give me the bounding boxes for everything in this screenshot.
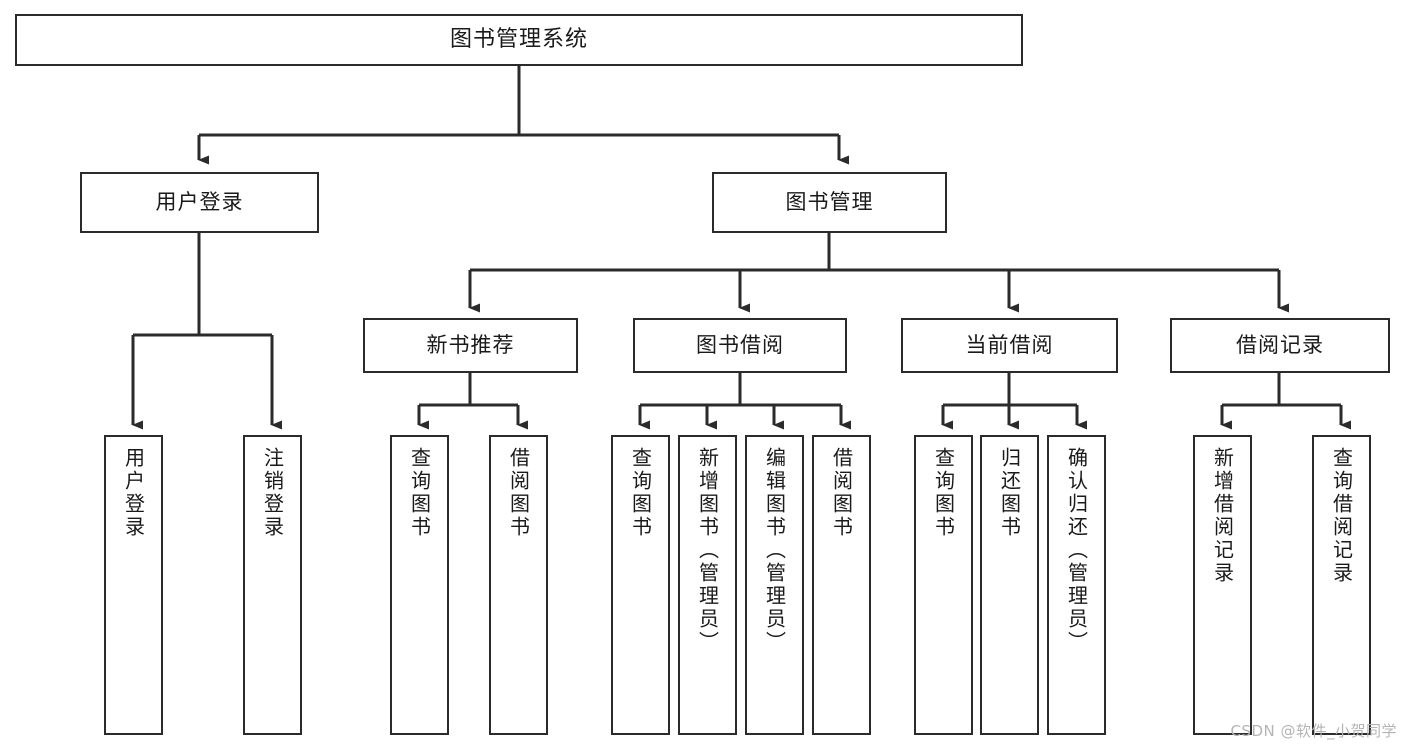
watermark-text: CSDN @软件_小贺同学 (1230, 722, 1397, 740)
leaf-record-add-record[interactable]: 新增借阅记录 (1193, 435, 1252, 735)
leaf-recommend-borrow-book[interactable]: 借阅图书 (489, 435, 548, 735)
leaf-user-login-signout[interactable]: 注销登录 (243, 435, 302, 735)
node-label: 图书管理系统 (449, 26, 588, 52)
node-label: 查询图书 (628, 447, 653, 539)
node-book-borrow[interactable]: 图书借阅 (633, 318, 847, 373)
node-label: 用户登录 (121, 447, 146, 539)
node-label: 借阅记录 (1236, 332, 1324, 357)
node-label: 确认归还（管理员） (1064, 447, 1089, 654)
leaf-current-confirm-return-admin[interactable]: 确认归还（管理员） (1047, 435, 1106, 735)
leaf-user-login-signin[interactable]: 用户登录 (104, 435, 163, 735)
node-label: 图书管理 (785, 189, 874, 214)
node-borrow-record[interactable]: 借阅记录 (1170, 318, 1390, 373)
node-label: 新增借阅记录 (1210, 447, 1235, 585)
node-label: 借阅图书 (506, 447, 531, 539)
leaf-borrow-query-book[interactable]: 查询图书 (611, 435, 670, 735)
node-book-management[interactable]: 图书管理 (712, 172, 947, 233)
node-label: 借阅图书 (829, 447, 854, 539)
node-label: 图书借阅 (696, 332, 784, 357)
node-label: 编辑图书（管理员） (762, 447, 787, 654)
leaf-borrow-add-book-admin[interactable]: 新增图书（管理员） (678, 435, 737, 735)
node-label: 新增图书（管理员） (695, 447, 720, 654)
node-label: 当前借阅 (965, 332, 1054, 357)
node-current-borrow[interactable]: 当前借阅 (901, 318, 1118, 373)
leaf-current-query-book[interactable]: 查询图书 (914, 435, 973, 735)
leaf-borrow-edit-book-admin[interactable]: 编辑图书（管理员） (745, 435, 804, 735)
node-label: 归还图书 (997, 447, 1022, 539)
node-root-system[interactable]: 图书管理系统 (15, 14, 1023, 66)
leaf-current-return-book[interactable]: 归还图书 (980, 435, 1039, 735)
leaf-recommend-query-book[interactable]: 查询图书 (390, 435, 449, 735)
node-label: 查询图书 (931, 447, 956, 539)
node-label: 查询图书 (407, 447, 432, 539)
node-label: 新书推荐 (426, 332, 515, 357)
node-new-book-recommend[interactable]: 新书推荐 (363, 318, 578, 373)
node-label: 查询借阅记录 (1329, 447, 1354, 585)
node-label: 注销登录 (260, 447, 285, 539)
leaf-borrow-borrow-book[interactable]: 借阅图书 (812, 435, 871, 735)
leaf-record-query-record[interactable]: 查询借阅记录 (1312, 435, 1371, 735)
node-user-login[interactable]: 用户登录 (80, 172, 319, 233)
node-label: 用户登录 (155, 189, 244, 214)
